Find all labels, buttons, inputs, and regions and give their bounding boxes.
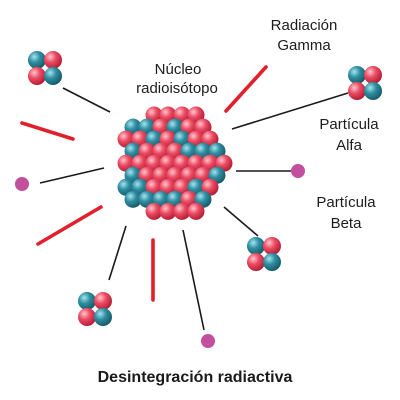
proton (348, 82, 366, 100)
gamma-ray-top (224, 65, 268, 113)
neutron (124, 190, 142, 208)
proton (94, 292, 112, 310)
beta-particle-left (15, 177, 29, 191)
beta-label-line1: Partícula (316, 194, 376, 211)
gamma-label-line2: Gamma (277, 37, 331, 54)
neutron (348, 66, 366, 84)
neutron (364, 82, 382, 100)
proton (364, 66, 382, 84)
neutron (247, 237, 265, 255)
neutron (44, 67, 62, 85)
beta-particle-bottom (201, 334, 215, 348)
connector-bottom (182, 229, 205, 331)
proton (247, 253, 265, 271)
neutron (78, 292, 96, 310)
connector-lines (39, 87, 349, 331)
proton (187, 202, 205, 220)
proton (78, 308, 96, 326)
alpha-particle-top-left (28, 51, 62, 85)
connector-top-right (231, 92, 349, 130)
connector-left (39, 167, 105, 184)
neutron (263, 253, 281, 271)
connector-top-left (62, 87, 111, 113)
alpha-particle-lower-right (247, 237, 281, 271)
nucleus-label-line2: radioisótopo (136, 80, 218, 97)
connector-lower-left (108, 225, 127, 281)
diagram-caption: Desintegración radiactiva (98, 369, 293, 386)
proton (28, 67, 46, 85)
beta-particle-right (291, 164, 305, 178)
alpha-label-line1: Partícula (319, 116, 379, 133)
nucleus-label-line1: Núcleo (155, 61, 202, 78)
neutron (28, 51, 46, 69)
nucleus-cluster (117, 106, 233, 220)
proton (173, 202, 191, 220)
alpha-particle-top-right (348, 66, 382, 100)
alpha-label-line2: Alfa (336, 137, 363, 154)
neutron (94, 308, 112, 326)
connector-lower-right (223, 206, 259, 237)
proton (263, 237, 281, 255)
proton (145, 202, 163, 220)
alpha-particles (28, 51, 382, 326)
gamma-label-line1: Radiación (271, 17, 338, 34)
gamma-ray-left (20, 121, 75, 141)
gamma-ray-lower-left (36, 205, 103, 246)
alpha-particle-lower-left (78, 292, 112, 326)
beta-particles (15, 164, 305, 348)
gamma-rays (20, 65, 268, 302)
beta-label-line2: Beta (331, 215, 363, 232)
proton (44, 51, 62, 69)
proton (159, 202, 177, 220)
